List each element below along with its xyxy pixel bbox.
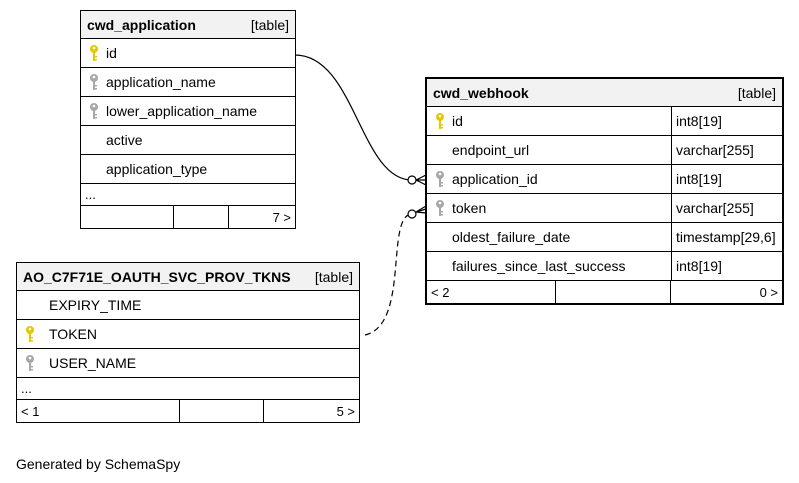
column-type: int8[19] (671, 252, 782, 280)
more-columns-ellipsis: ... (17, 378, 359, 400)
column-name: TOKEN (49, 326, 97, 342)
column-row[interactable]: EXPIRY_TIME (17, 291, 359, 320)
column-row[interactable]: token varchar[255] (427, 194, 782, 223)
table-cwd-webhook[interactable]: cwd_webhook [table] id int8[19] endpoint… (425, 77, 784, 305)
table-cwd-application[interactable]: cwd_application [table] id application_n… (80, 10, 296, 229)
children-count[interactable]: 7 > (228, 206, 295, 228)
column-row[interactable]: endpoint_url varchar[255] (427, 136, 782, 165)
index-key-icon (88, 102, 100, 120)
column-name: active (106, 132, 143, 148)
column-name: failures_since_last_success (452, 258, 626, 274)
footer-middle (555, 281, 670, 303)
column-name: application_type (106, 161, 208, 177)
table-footer: < 2 0 > (427, 281, 782, 303)
index-key-icon (24, 354, 36, 372)
index-key-icon (88, 73, 100, 91)
column-name: id (106, 45, 117, 61)
parents-count[interactable]: < 2 (431, 284, 450, 300)
footer-middle (179, 400, 263, 422)
table-footer: 7 > (81, 206, 295, 228)
more-columns-ellipsis: ... (81, 184, 295, 206)
primary-key-icon (24, 325, 36, 343)
table-name: AO_C7F71E_OAUTH_SVC_PROV_TKNS (23, 268, 291, 285)
column-row[interactable]: application_id int8[19] (427, 165, 782, 194)
column-type: timestamp[29,6] (671, 223, 782, 251)
column-row[interactable]: application_type (81, 155, 295, 184)
column-name: id (452, 113, 463, 129)
index-key-icon (434, 170, 446, 188)
column-type: varchar[255] (671, 194, 782, 222)
table-kind: [table] (737, 84, 776, 101)
table-header: AO_C7F71E_OAUTH_SVC_PROV_TKNS [table] (17, 263, 359, 291)
table-footer: < 1 5 > (17, 400, 359, 422)
table-ao-oauth-svc-prov-tkns[interactable]: AO_C7F71E_OAUTH_SVC_PROV_TKNS [table] EX… (16, 262, 360, 423)
column-name: token (452, 200, 487, 216)
children-count[interactable]: 0 > (670, 281, 782, 303)
table-header: cwd_application [table] (81, 11, 295, 39)
column-name: application_name (106, 74, 216, 90)
column-row[interactable]: id (81, 39, 295, 68)
column-name: oldest_failure_date (452, 229, 571, 245)
table-name: cwd_application (87, 16, 196, 33)
column-name: EXPIRY_TIME (49, 297, 142, 313)
column-row[interactable]: application_name (81, 68, 295, 97)
primary-key-icon (88, 44, 100, 62)
column-name: USER_NAME (49, 355, 137, 371)
column-name: endpoint_url (452, 142, 530, 158)
column-type: int8[19] (671, 107, 782, 135)
table-name: cwd_webhook (433, 84, 529, 101)
relation-token (364, 213, 413, 336)
column-type: int8[19] (671, 165, 782, 193)
column-row[interactable]: failures_since_last_success int8[19] (427, 252, 782, 281)
relation-token-optional-marker (407, 209, 417, 219)
column-name: application_id (452, 171, 538, 187)
column-row[interactable]: lower_application_name (81, 97, 295, 126)
column-row[interactable]: active (81, 126, 295, 155)
generated-by-text: Generated by SchemaSpy (16, 456, 181, 472)
parents-count[interactable] (81, 206, 173, 228)
primary-key-icon (434, 112, 446, 130)
column-row[interactable]: USER_NAME (17, 349, 359, 378)
footer-middle (173, 206, 228, 228)
column-type: varchar[255] (671, 136, 782, 164)
relation-application-id-crowfoot (415, 174, 427, 186)
relation-application-id (294, 54, 413, 181)
column-row[interactable]: TOKEN (17, 320, 359, 349)
column-row[interactable]: id int8[19] (427, 107, 782, 136)
relation-application-id-optional-marker (407, 175, 417, 185)
table-kind: [table] (250, 16, 289, 33)
table-header: cwd_webhook [table] (427, 79, 782, 107)
relation-token-crowfoot (415, 205, 427, 214)
column-row[interactable]: oldest_failure_date timestamp[29,6] (427, 223, 782, 252)
column-name: lower_application_name (106, 103, 257, 119)
children-count[interactable]: 5 > (263, 400, 359, 422)
index-key-icon (434, 199, 446, 217)
parents-count[interactable]: < 1 (21, 403, 40, 419)
table-kind: [table] (314, 268, 353, 285)
